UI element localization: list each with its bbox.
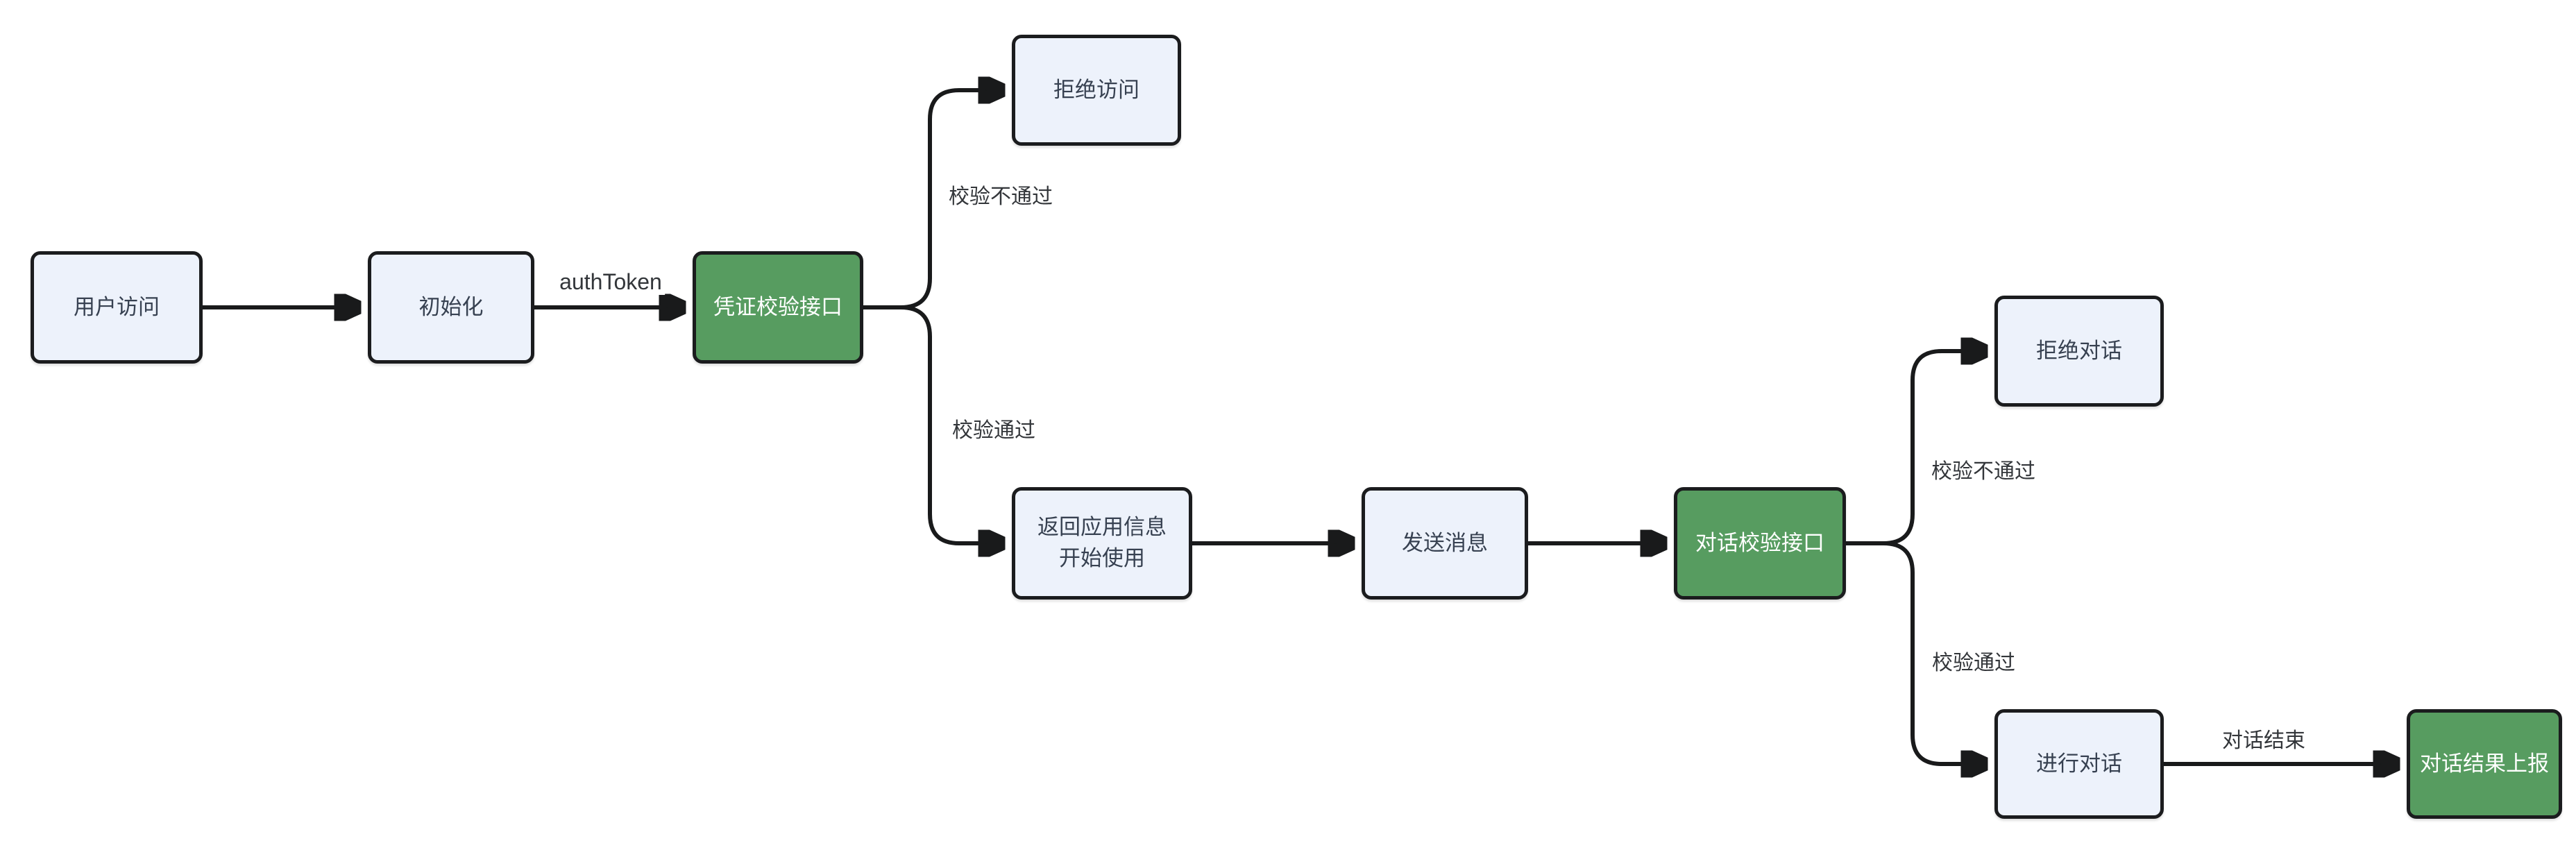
edge-label-auth-token: authToken <box>557 269 665 295</box>
edge-credential-check-to-return-app-info <box>861 305 1001 543</box>
node-dialog-result-report: 对话结果上报 <box>2407 709 2562 819</box>
edge-label-check-pass-2: 校验通过 <box>1929 645 2018 676</box>
node-initialize: 初始化 <box>368 251 534 364</box>
node-do-dialog: 进行对话 <box>1994 709 2164 819</box>
node-dialog-check-api: 对话校验接口 <box>1674 487 1846 600</box>
node-return-app-info: 返回应用信息 开始使用 <box>1012 487 1192 600</box>
node-credential-check-api: 凭证校验接口 <box>693 251 863 364</box>
node-user-access: 用户访问 <box>31 251 203 364</box>
node-deny-access: 拒绝访问 <box>1012 35 1181 146</box>
edge-label-check-fail-1: 校验不通过 <box>946 179 1056 210</box>
edge-label-check-fail-2: 校验不通过 <box>1929 454 2038 484</box>
node-deny-dialog: 拒绝对话 <box>1994 296 2164 407</box>
edge-label-check-pass-1: 校验通过 <box>949 413 1038 443</box>
edge-dialog-check-to-do-dialog <box>1844 541 1983 764</box>
node-send-message: 发送消息 <box>1362 487 1528 600</box>
edge-credential-check-to-deny-access <box>861 90 1001 309</box>
edge-dialog-check-to-deny-dialog <box>1844 351 1983 545</box>
edge-label-dialog-end: 对话结束 <box>2219 723 2308 754</box>
